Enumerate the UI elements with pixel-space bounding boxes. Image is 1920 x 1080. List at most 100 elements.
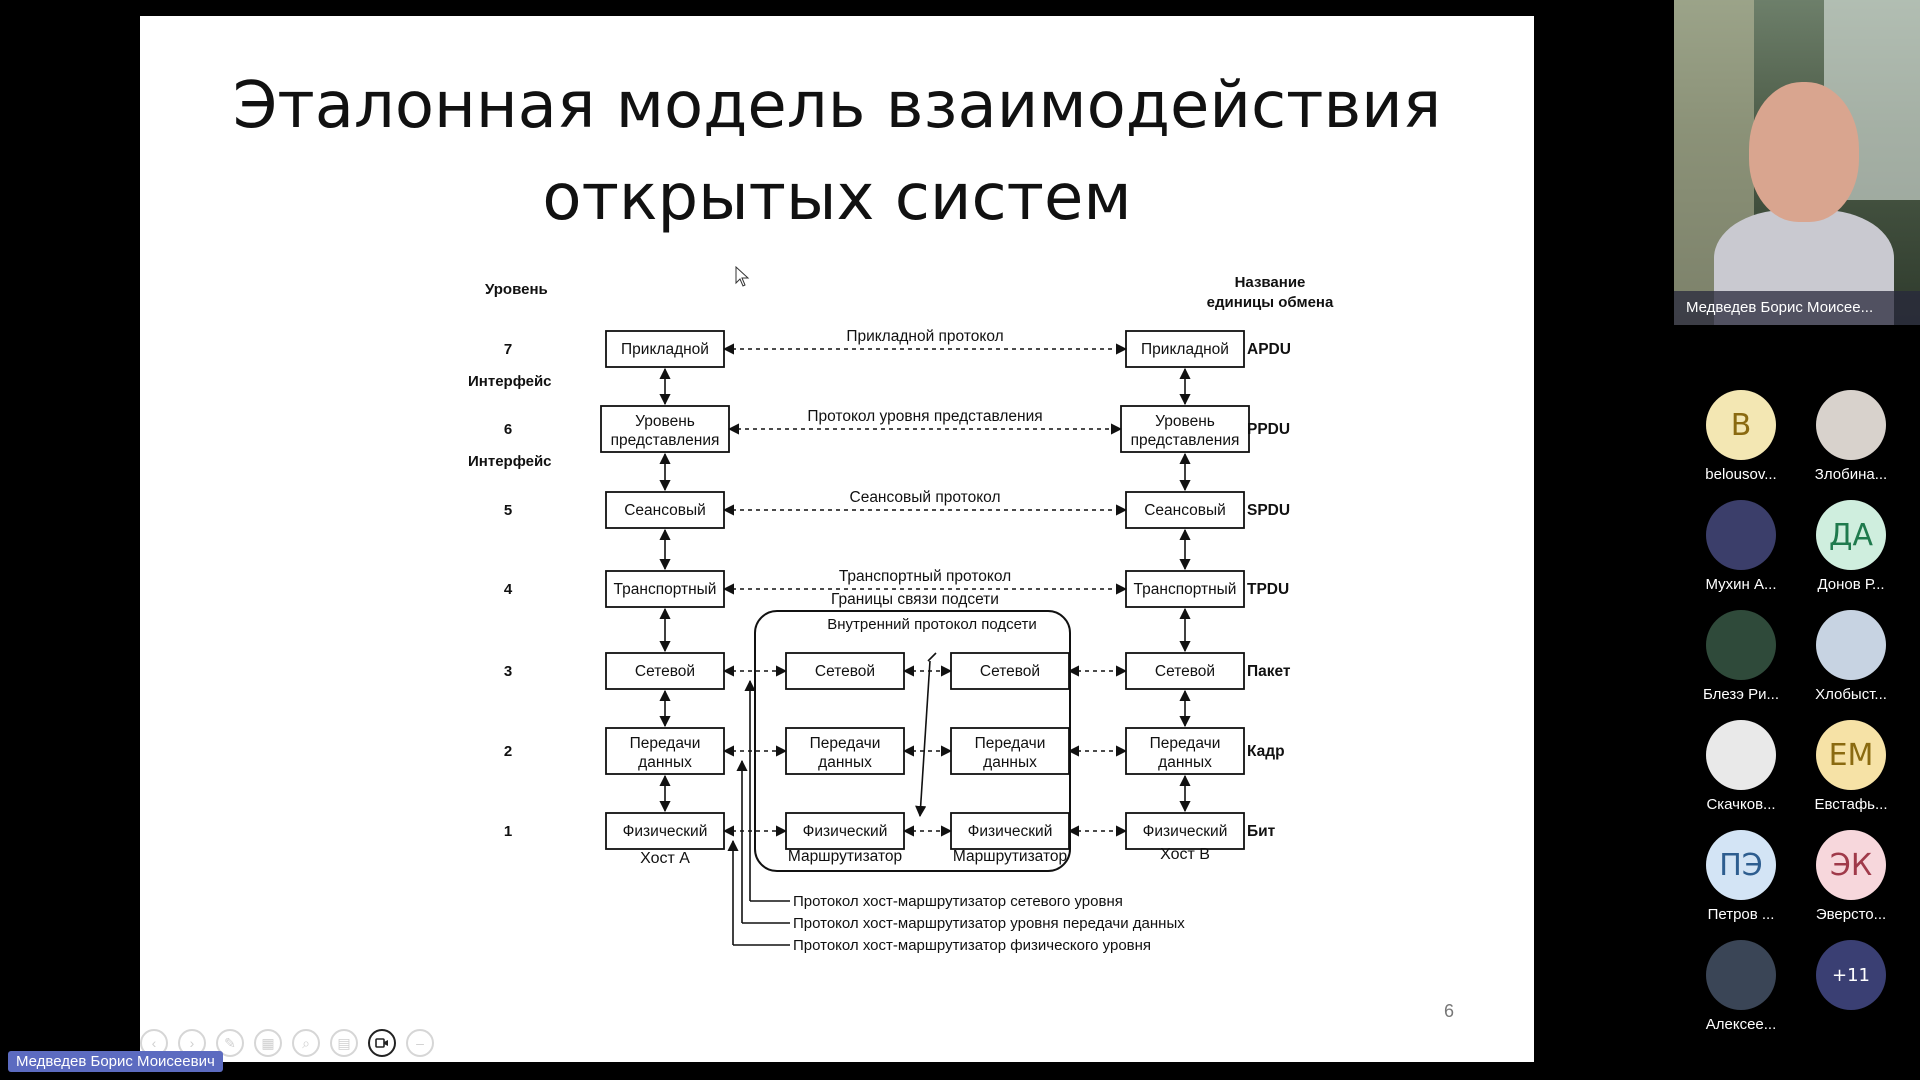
host-b-layer-box-label: Прикладной bbox=[1141, 341, 1229, 358]
subnet-boundary-label: Границы связи подсети bbox=[831, 591, 999, 608]
host-b-layer-box bbox=[1120, 405, 1250, 453]
host-b-layer-box-label: Сеансовый bbox=[1144, 502, 1226, 519]
participant-tile[interactable]: ПЭ Петров ... bbox=[1686, 830, 1796, 923]
router-1-layer-box-label: Физический bbox=[803, 823, 888, 840]
host-b-label: Хост В bbox=[1160, 846, 1210, 863]
participant-name: Алексее... bbox=[1705, 1016, 1777, 1033]
unit-header: Название bbox=[1235, 274, 1306, 291]
host-a-layer-box-label: Уровень bbox=[635, 413, 695, 430]
router-2-layer-box-label: данных bbox=[983, 754, 1037, 771]
slides-grid-icon[interactable]: ▦ bbox=[254, 1029, 282, 1057]
participant-avatar: ПЭ bbox=[1706, 830, 1776, 900]
router-2-layer-box bbox=[950, 652, 1070, 690]
presenter-video-tile[interactable]: Медведев Борис Моисее... bbox=[1674, 0, 1920, 325]
exchange-unit: TPDU bbox=[1247, 581, 1289, 598]
slide-number: 6 bbox=[1443, 1001, 1454, 1021]
exchange-unit: Кадр bbox=[1247, 743, 1285, 760]
router-1-layer-box-label: Сетевой bbox=[815, 663, 875, 680]
level-number: 4 bbox=[504, 581, 513, 598]
host-b-layer-box bbox=[1125, 330, 1245, 368]
slide-title-line-2: открытых систем bbox=[542, 161, 1132, 235]
peer-protocol-label: Сеансовый протокол bbox=[850, 489, 1001, 506]
participant-tile[interactable]: Скачков... bbox=[1686, 720, 1796, 813]
participant-name: Хлобыст... bbox=[1815, 686, 1887, 703]
host-a-layer-box-label: Прикладной bbox=[621, 341, 709, 358]
host-a-layer-box-label: Передачи bbox=[630, 735, 701, 752]
participant-tile[interactable]: Алексее... bbox=[1686, 940, 1796, 1033]
participant-avatar bbox=[1706, 720, 1776, 790]
participant-tile[interactable]: +11 bbox=[1796, 940, 1906, 1010]
host-b-layer-box-label: Передачи bbox=[1150, 735, 1221, 752]
peer-protocol-label: Прикладной протокол bbox=[846, 328, 1003, 345]
interface-label: Интерфейс bbox=[468, 453, 552, 470]
exchange-unit: SPDU bbox=[1247, 502, 1290, 519]
host-a-layer-box-label: представления bbox=[611, 432, 720, 449]
host-b-layer-box-label: данных bbox=[1158, 754, 1212, 771]
level-number: 7 bbox=[504, 341, 512, 358]
router-label: Маршрутизатор bbox=[953, 848, 1067, 865]
participant-tile[interactable]: Хлобыст... bbox=[1796, 610, 1906, 703]
participant-tile[interactable]: Блезэ Ри... bbox=[1686, 610, 1796, 703]
participant-tile[interactable]: Злобина... bbox=[1796, 390, 1906, 483]
presentation-toolbar: ‹ › ✎ ▦ ⌕ ▤ – bbox=[140, 1027, 434, 1059]
host-a-layer-box-label: Физический bbox=[623, 823, 708, 840]
level-number: 5 bbox=[504, 502, 512, 519]
osi-model-diagram: Уровень Название единицы обмена 7 Прикладной… bbox=[468, 274, 1334, 954]
pen-icon[interactable]: ✎ bbox=[216, 1029, 244, 1057]
participant-name: Мухин А... bbox=[1705, 576, 1777, 593]
participant-name: Петров ... bbox=[1707, 906, 1775, 923]
more-options-icon[interactable]: – bbox=[406, 1029, 434, 1057]
host-a-layer-box-label: данных bbox=[638, 754, 692, 771]
participant-name: belousov... bbox=[1705, 466, 1777, 483]
video-tile-name: Медведев Борис Моисее... bbox=[1674, 291, 1920, 325]
zoom-icon[interactable]: ⌕ bbox=[292, 1029, 320, 1057]
router-label: Маршрутизатор bbox=[788, 848, 902, 865]
unit-header: единицы обмена bbox=[1207, 294, 1334, 311]
exchange-unit: Пакет bbox=[1247, 663, 1291, 680]
router-1-layer-box-label: Передачи bbox=[810, 735, 881, 752]
interface-label: Интерфейс bbox=[468, 373, 552, 390]
exchange-unit: APDU bbox=[1247, 341, 1291, 358]
host-b-layer-box bbox=[1125, 812, 1245, 850]
subnet-boundary bbox=[754, 610, 1071, 872]
level-number: 1 bbox=[504, 823, 512, 840]
host-b-layer-box-label: представления bbox=[1131, 432, 1240, 449]
host-a-layer-box bbox=[605, 330, 725, 368]
camera-icon[interactable] bbox=[368, 1029, 396, 1057]
internal-protocol-arrow bbox=[927, 652, 937, 662]
subtitles-icon[interactable]: ▤ bbox=[330, 1029, 358, 1057]
level-header: Уровень bbox=[485, 281, 548, 298]
participant-avatar: B bbox=[1706, 390, 1776, 460]
slide-title-line-1: Эталонная модель взаимодействия bbox=[232, 69, 1442, 143]
participant-name: Скачков... bbox=[1706, 796, 1776, 813]
participant-avatar bbox=[1706, 500, 1776, 570]
participant-name: Евстафь... bbox=[1814, 796, 1888, 813]
host-a-layer-box bbox=[605, 570, 725, 608]
host-router-protocol-label: Протокол хост-маршрутизатор сетевого уро… bbox=[793, 893, 1123, 910]
slide-title: Эталонная модель взаимодействия открытых… bbox=[140, 60, 1534, 244]
participant-avatar bbox=[1816, 390, 1886, 460]
exchange-unit: PPDU bbox=[1247, 421, 1290, 438]
host-b-layer-box-label: Уровень bbox=[1155, 413, 1215, 430]
host-b-layer-box-label: Сетевой bbox=[1155, 663, 1215, 680]
subnet-protocol-label: Внутренний протокол подсети bbox=[827, 616, 1037, 633]
participant-avatar bbox=[1816, 610, 1886, 680]
host-a-layer-box-label: Транспортный bbox=[614, 581, 717, 598]
router-2-layer-box-label: Физический bbox=[968, 823, 1053, 840]
presenter-face bbox=[1749, 82, 1859, 222]
router-2-layer-box-label: Передачи bbox=[975, 735, 1046, 752]
host-b-layer-box-label: Транспортный bbox=[1134, 581, 1237, 598]
host-b-layer-box bbox=[1125, 727, 1245, 775]
participant-tile[interactable]: Мухин А... bbox=[1686, 500, 1796, 593]
peer-protocol-label: Протокол уровня представления bbox=[807, 408, 1042, 425]
participant-avatar bbox=[1706, 940, 1776, 1010]
participant-name: Злобина... bbox=[1814, 466, 1888, 483]
participant-name: Блезэ Ри... bbox=[1702, 686, 1780, 703]
router-2-layer-box bbox=[950, 812, 1070, 850]
router-2-layer-box-label: Сетевой bbox=[980, 663, 1040, 680]
internal-protocol-arrow bbox=[915, 660, 931, 818]
